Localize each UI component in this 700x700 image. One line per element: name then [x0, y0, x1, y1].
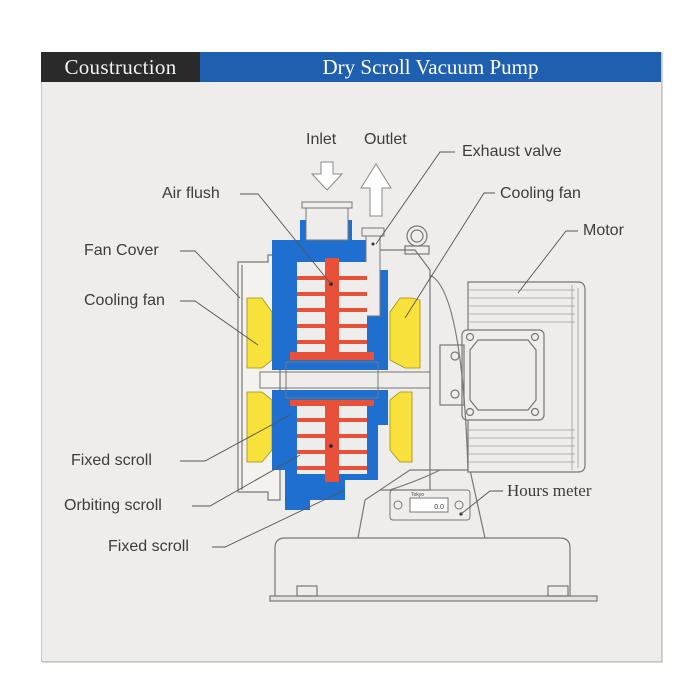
outlet-arrow [360, 163, 392, 217]
label-orbiting-scroll: Orbiting scroll [64, 497, 162, 514]
label-air-flush: Air flush [162, 185, 220, 202]
leader-lines [180, 151, 578, 548]
label-motor: Motor [583, 222, 624, 239]
inlet-arrow [310, 161, 344, 191]
scroll-chambers [259, 258, 431, 482]
label-fixed-scroll-upper: Fixed scroll [71, 452, 152, 469]
diagram-title: Dry Scroll Vacuum Pump [200, 52, 661, 82]
motor [404, 225, 586, 473]
hours-meter [389, 489, 471, 521]
base-plate [269, 469, 598, 602]
label-inlet: Inlet [306, 131, 337, 148]
inlet-port [301, 201, 353, 241]
label-exhaust-valve: Exhaust valve [462, 143, 562, 160]
fan-right [389, 297, 421, 463]
label-cooling-fan-left: Cooling fan [84, 292, 165, 309]
section-label: Coustruction [41, 52, 200, 82]
label-outlet: Outlet [364, 131, 407, 148]
label-hours-meter: Hours meter [507, 481, 592, 500]
label-fixed-scroll-lower: Fixed scroll [108, 538, 189, 555]
fan-left [246, 297, 273, 463]
label-fan-cover: Fan Cover [84, 242, 159, 259]
hours-meter-reading: 0.0 [434, 504, 444, 511]
hours-meter-brand: Tokyo [411, 492, 424, 498]
label-cooling-fan-right: Cooling fan [500, 185, 581, 202]
